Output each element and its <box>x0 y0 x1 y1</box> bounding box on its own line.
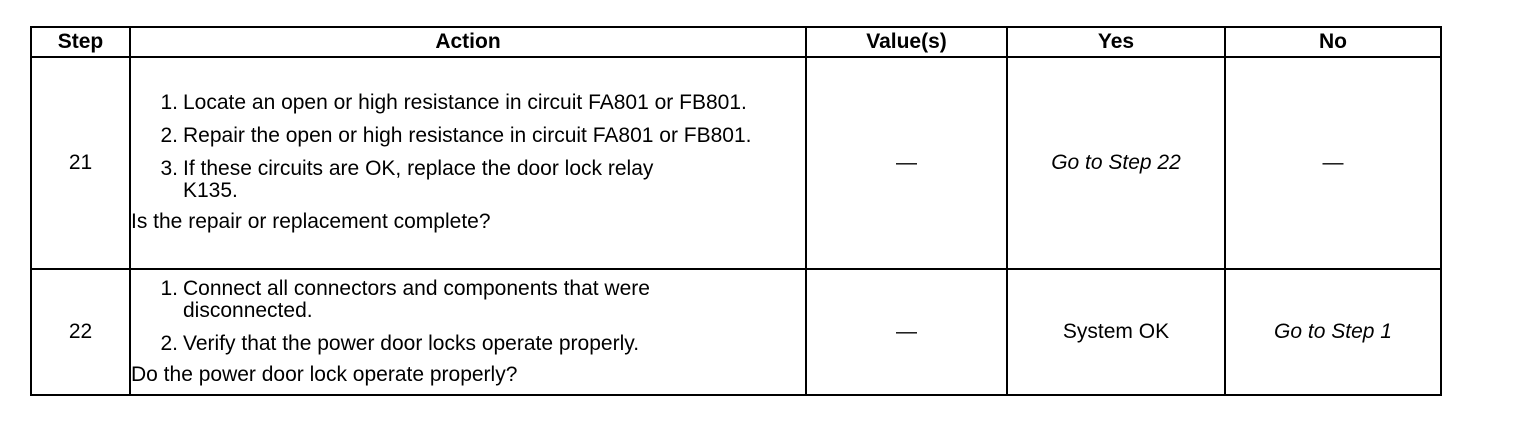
action-item-text: Repair the open or high resistance in ci… <box>183 123 752 147</box>
action-question: Is the repair or replacement complete? <box>131 210 491 233</box>
header-values: Value(s) <box>805 26 1008 58</box>
action-cell: 1. Locate an open or high resistance in … <box>129 56 807 270</box>
header-no: No <box>1224 26 1442 58</box>
action-cell: 1. Connect all connectors and components… <box>129 268 807 396</box>
value-cell: — <box>805 268 1008 396</box>
no-cell: Go to Step 1 <box>1224 268 1442 396</box>
action-item-number: 2. <box>160 332 178 355</box>
no-cell: — <box>1224 56 1442 270</box>
action-item-text: Connect all connectors and components th… <box>183 276 650 323</box>
action-item-number: 3. <box>160 156 178 180</box>
step-number: 21 <box>30 56 131 270</box>
header-action: Action <box>129 26 807 58</box>
action-item: 3. If these circuits are OK, replace the… <box>131 156 805 203</box>
action-item-text: If these circuits are OK, replace the do… <box>183 156 654 203</box>
action-item: 2. Repair the open or high resistance in… <box>131 123 805 148</box>
table-row-step-22: 22 1. Connect all connectors and compone… <box>30 268 1442 396</box>
action-item-number: 1. <box>160 91 178 115</box>
action-list: 1. Locate an open or high resistance in … <box>131 92 805 203</box>
header-step: Step <box>30 26 131 58</box>
action-list: 1. Connect all connectors and components… <box>131 276 805 356</box>
action-item-text: Locate an open or high resistance in cir… <box>183 91 747 115</box>
value-cell: — <box>805 56 1008 270</box>
action-item: 1. Connect all connectors and components… <box>131 276 805 323</box>
action-item-number: 1. <box>160 276 178 300</box>
header-yes: Yes <box>1006 26 1226 58</box>
step-number: 22 <box>30 268 131 396</box>
action-question: Do the power door lock operate properly? <box>131 362 518 386</box>
table-row-step-21: 21 1. Locate an open or high resistance … <box>30 56 1442 270</box>
action-item-number: 2. <box>160 123 178 147</box>
yes-cell: Go to Step 22 <box>1006 56 1226 270</box>
diagnostic-table: Step Action Value(s) Yes No 21 1. Locate… <box>30 26 1442 396</box>
action-item: 1. Locate an open or high resistance in … <box>131 92 805 115</box>
action-item-text: Verify that the power door locks operate… <box>183 332 640 355</box>
yes-cell: System OK <box>1006 268 1226 396</box>
action-item: 2. Verify that the power door locks oper… <box>131 332 805 356</box>
header-row: Step Action Value(s) Yes No <box>30 26 1442 58</box>
